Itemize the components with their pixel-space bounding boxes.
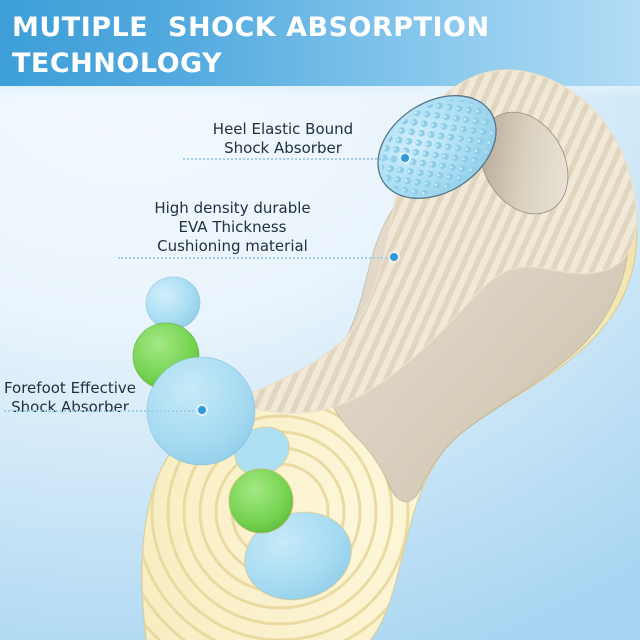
annotation-heel-leader-line: [183, 154, 409, 162]
annotation-forefoot-dot: [198, 406, 206, 414]
annotation-eva-line-3: Cushioning material: [157, 237, 308, 255]
embedded-green-pad: [228, 468, 294, 534]
annotation-eva-leader-line: [118, 253, 398, 261]
title-line-2: TECHNOLOGY: [12, 48, 223, 79]
annotation-forefoot-line-1: Forefoot Effective: [3, 379, 137, 397]
annotation-forefoot-line-2: Shock Absorber: [11, 398, 129, 416]
annotation-eva-line-2: EVA Thickness: [178, 218, 287, 236]
title-line-1: MUTIPLE SHOCK ABSORPTION: [12, 12, 490, 43]
annotation-heel-line-1: Heel Elastic Bound: [212, 120, 354, 138]
header-banner: MUTIPLE SHOCK ABSORPTION TECHNOLOGY: [0, 0, 640, 86]
annotation-forefoot-leader-line: [4, 406, 206, 414]
annotation-heel: Heel Elastic Bound Shock Absorber: [192, 120, 374, 158]
heel-shock-pad: [377, 94, 497, 200]
annotation-heel-line-2: Shock Absorber: [224, 139, 342, 157]
heel-pad-socket: [479, 111, 569, 215]
page-title: MUTIPLE SHOCK ABSORPTION TECHNOLOGY: [0, 0, 640, 82]
annotation-eva-dot: [390, 253, 398, 261]
annotation-heel-dot: [401, 154, 409, 162]
annotation-eva: High density durable EVA Thickness Cushi…: [130, 199, 335, 256]
annotation-eva-line-1: High density durable: [154, 199, 311, 217]
